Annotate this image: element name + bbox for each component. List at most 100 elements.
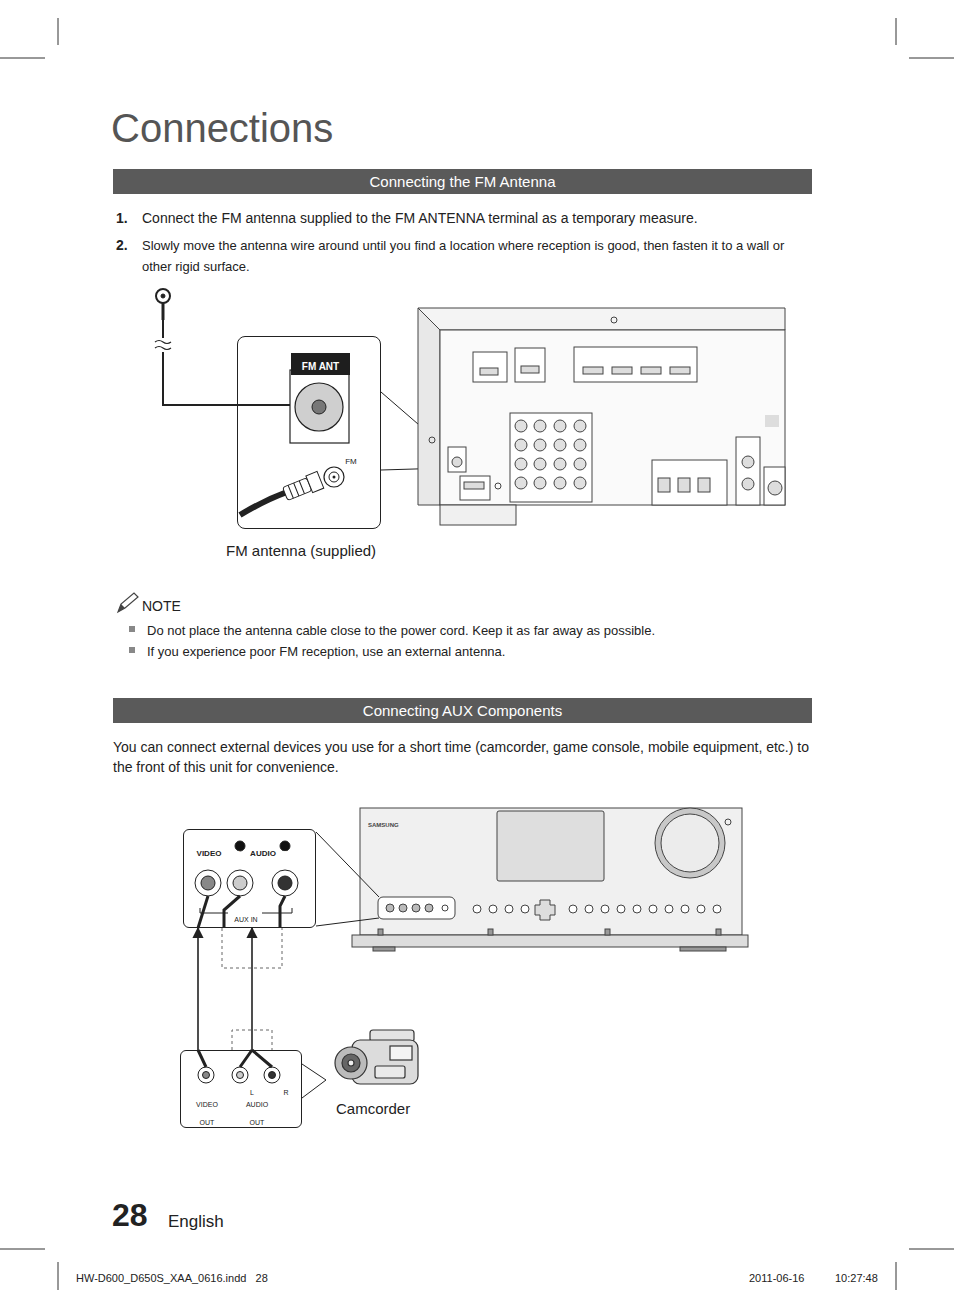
node-text: AUX IN [234,916,257,924]
zoom-callout: VIDEO AUDIO AUX IN [183,829,316,928]
panel-button [617,905,625,913]
label-text-wrap: 2011-06-16 [749,1268,804,1286]
terminal-tab: FM ANT [291,353,350,375]
panel-button [585,905,593,913]
label-text: L [238,850,242,858]
node-text-wrap: VIDEO OUT [192,1093,222,1129]
node-text: VIDEO [197,849,222,859]
node-text: Connecting the FM Antenna [370,173,556,191]
label-text-wrap: L [250,1081,254,1099]
rca-jack [515,439,527,451]
note-icon [118,593,138,612]
page-title: Connections [111,104,333,152]
rca-jack [554,458,566,470]
rca-jack [574,420,586,432]
panel-button [633,905,641,913]
rca-jack [554,420,566,432]
node-text: FM ANT [302,361,339,373]
label-text-wrap: HW-D600_D650S_XAA_0616.indd 28 [76,1268,268,1286]
panel-button [569,905,577,913]
panel-button [473,905,481,913]
section-band: Connecting AUX Components [113,698,812,723]
label-text: English [168,1212,224,1232]
rca-jack [534,439,546,451]
label-text-wrap: SAMSUNG [368,813,399,831]
rca-jack [554,477,566,489]
panel-jacks [515,420,586,489]
label-text: 28 [112,1196,148,1234]
node-text-wrap: FM [345,450,357,468]
rca-jack [534,420,546,432]
label-text-wrap: Camcorder [336,1100,410,1118]
label-text: Do not place the antenna cable close to … [147,623,655,638]
label-text: 10:27:48 [835,1272,878,1285]
label-text-wrap: L [238,842,242,860]
rca-jack [554,439,566,451]
rca-jack [515,477,527,489]
zoom-callout: FM FM ANT [237,336,381,529]
aux-jacks [195,841,298,928]
label-text-wrap: R [282,842,287,860]
section-band: Connecting the FM Antenna [113,169,812,194]
label-text: SAMSUNG [368,822,399,829]
label-text-wrap: NOTE [142,597,181,615]
rca-jack [515,458,527,470]
panel-button [681,905,689,913]
panel-button [649,905,657,913]
receiver-front-panel [352,808,748,951]
label-text: Camcorder [336,1100,410,1118]
signal-cable [197,928,199,1050]
fm-antenna-wire [155,289,296,405]
receiver-back-panel [418,308,785,525]
label-text: Connect the FM antenna supplied to the F… [142,210,698,226]
label-text-wrap: Connect the FM antenna supplied to the F… [142,209,814,227]
label-text: 2011-06-16 [749,1272,804,1285]
label-text: Slowly move the antenna wire around unti… [142,238,784,274]
node-text-wrap: VIDEO [197,842,222,860]
label-text: 1. [116,210,128,227]
fm-terminal [290,370,349,443]
label-text: You can connect external devices you use… [113,739,809,775]
label-text: R [283,1089,288,1097]
label-text: If you experience poor FM reception, use… [147,644,505,659]
label-text-wrap: 1. [116,209,128,227]
label-text-wrap: English [168,1212,224,1232]
label-text: NOTE [142,598,181,615]
node-text: Connecting AUX Components [363,702,562,720]
bullet [129,626,135,632]
rca-jack [534,458,546,470]
page-title-wrap: Connections [111,104,333,152]
label-text-wrap: You can connect external devices you use… [113,737,815,777]
cable-bundle [222,928,282,1050]
label-text-wrap: 28 [112,1196,148,1234]
label-text-wrap: Do not place the antenna cable close to … [147,621,807,639]
rca-jack [534,477,546,489]
label-text: 2. [116,237,128,254]
node-text-wrap: AUDIO OUT [242,1093,272,1129]
label-text-wrap: 10:27:48 [835,1268,878,1286]
bullet [129,647,135,653]
node-text-wrap: FM ANT [302,356,339,374]
leader-lines [316,832,379,926]
crop-marks [0,18,954,1290]
panel-button [713,905,721,913]
panel-button [489,905,497,913]
panel-button [697,905,705,913]
node-text-wrap: Connecting AUX Components [363,702,562,720]
fm-plug [240,467,344,515]
label-text-wrap: FM antenna (supplied) [226,542,376,560]
panel-buttons [473,905,721,913]
panel-button [505,905,513,913]
panel-button [601,905,609,913]
node-text-wrap: AUDIO [250,842,276,860]
camcorder-jacks [198,1050,326,1098]
node-text: FM [345,457,357,467]
label-text-wrap: R [283,1081,288,1099]
label-text: FM antenna (supplied) [226,542,376,560]
node-text-wrap: Connecting the FM Antenna [370,173,556,191]
label-text: R [282,850,287,858]
label-text-wrap: If you experience poor FM reception, use… [147,642,807,660]
node-text: VIDEO OUT [196,1101,218,1126]
signal-cable [251,928,253,1050]
node-text-wrap: AUX IN [234,908,257,926]
